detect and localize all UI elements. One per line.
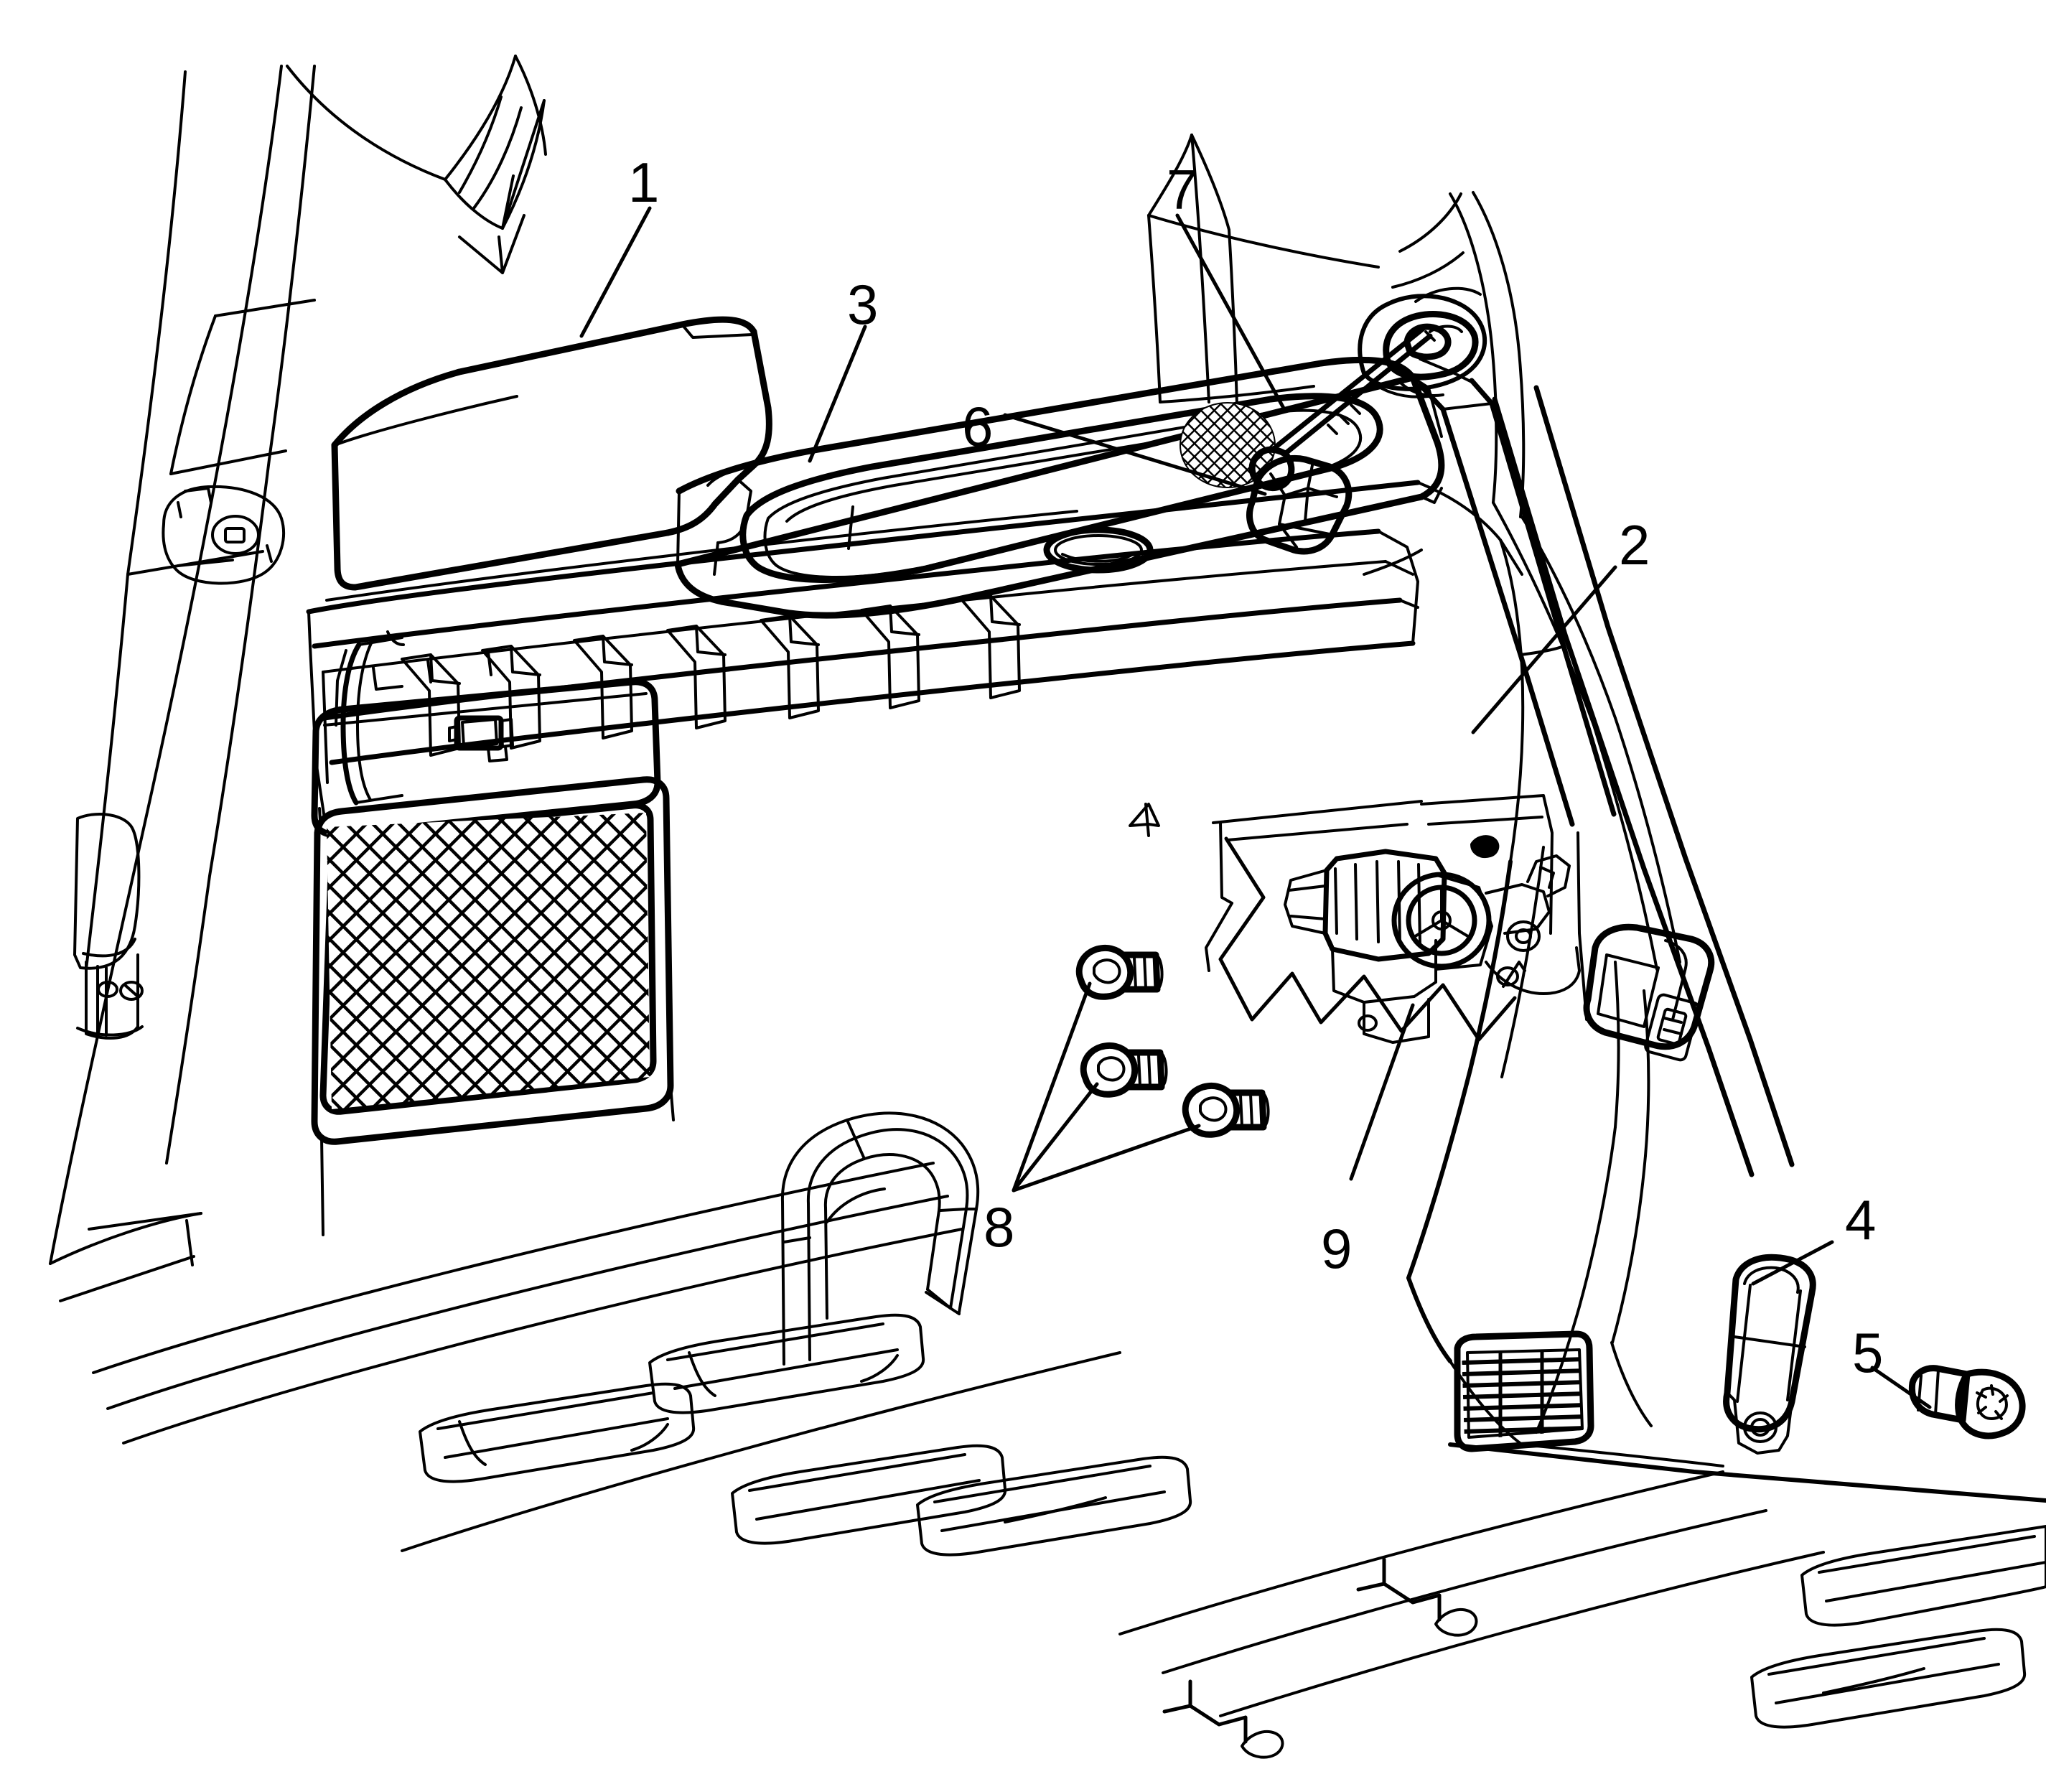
vent-louvers <box>1462 1350 1583 1440</box>
part3-trim-body <box>674 374 1445 619</box>
callout-number-3: 3 <box>847 273 879 336</box>
callout-number-6: 6 <box>962 395 994 458</box>
leader-lines-group <box>579 206 1932 1409</box>
leader-2 <box>1471 565 1617 734</box>
trim-bolt-3 <box>1182 1083 1270 1138</box>
leader-8a <box>1012 981 1092 1193</box>
callout-number-7: 7 <box>1167 158 1198 221</box>
callout-number-4: 4 <box>1845 1188 1877 1251</box>
pillar-access-cover <box>162 485 285 585</box>
carpet-clips <box>1162 1557 1478 1759</box>
belt-webbing-right-edge <box>1469 378 1617 817</box>
section-break-zigzag <box>1218 836 1517 1042</box>
leader-4 <box>1751 1240 1834 1286</box>
lower-pillar-trim <box>73 813 141 970</box>
callout-number-5: 5 <box>1852 1321 1884 1384</box>
leader-8c <box>1012 1124 1201 1193</box>
trim-round-port <box>1043 526 1154 574</box>
leader-3 <box>808 325 867 463</box>
anchor-torx-bolt <box>1908 1365 2026 1439</box>
floor-line-1 <box>92 1162 935 1374</box>
belt-webbing-left-edge <box>1417 382 1575 827</box>
belt-lower-anchor-cover <box>1723 1254 1816 1455</box>
callout-number-1: 1 <box>628 151 660 214</box>
leader-5 <box>1870 1366 1932 1409</box>
floor-anchor-slots <box>419 1313 2046 1729</box>
trim-bolt-1 <box>1075 945 1164 1000</box>
pillar-outer-edge <box>49 65 283 1265</box>
handle-recess-inner <box>763 409 1363 579</box>
handle-recess-outer <box>739 393 1383 583</box>
cargo-tie-down-loop <box>780 1111 980 1366</box>
trim-bolt-2 <box>1080 1042 1168 1098</box>
pillar-latch-ring <box>211 515 260 555</box>
leader-7 <box>1175 213 1287 413</box>
part1-cover-top-edge <box>331 316 757 449</box>
quarter-panel-outer <box>1449 192 1498 504</box>
leader-6 <box>1003 413 1267 496</box>
belt-upper-anchor <box>1358 286 1487 398</box>
vent-grille-frame <box>1454 1330 1594 1452</box>
leader-8b <box>1012 1082 1099 1193</box>
right-panel-edge <box>1147 134 1193 217</box>
pillar-latch-slot <box>224 527 246 543</box>
belt-latch-plate <box>1583 923 1715 1062</box>
callout-number-8: 8 <box>984 1195 1015 1259</box>
floor-edge-right <box>1448 1442 2046 1503</box>
seat-belt-retractor <box>1284 849 1581 1044</box>
belt-guide-screw <box>1248 326 1436 492</box>
callout-number-2: 2 <box>1619 513 1650 577</box>
callout-number-9: 9 <box>1321 1217 1353 1280</box>
part1-cover-front-face <box>331 442 671 591</box>
leader-9 <box>1349 1003 1415 1181</box>
leader-1 <box>579 206 652 338</box>
shelf-top-front-edge <box>306 480 1421 615</box>
thin-outline-group <box>49 55 2046 1759</box>
